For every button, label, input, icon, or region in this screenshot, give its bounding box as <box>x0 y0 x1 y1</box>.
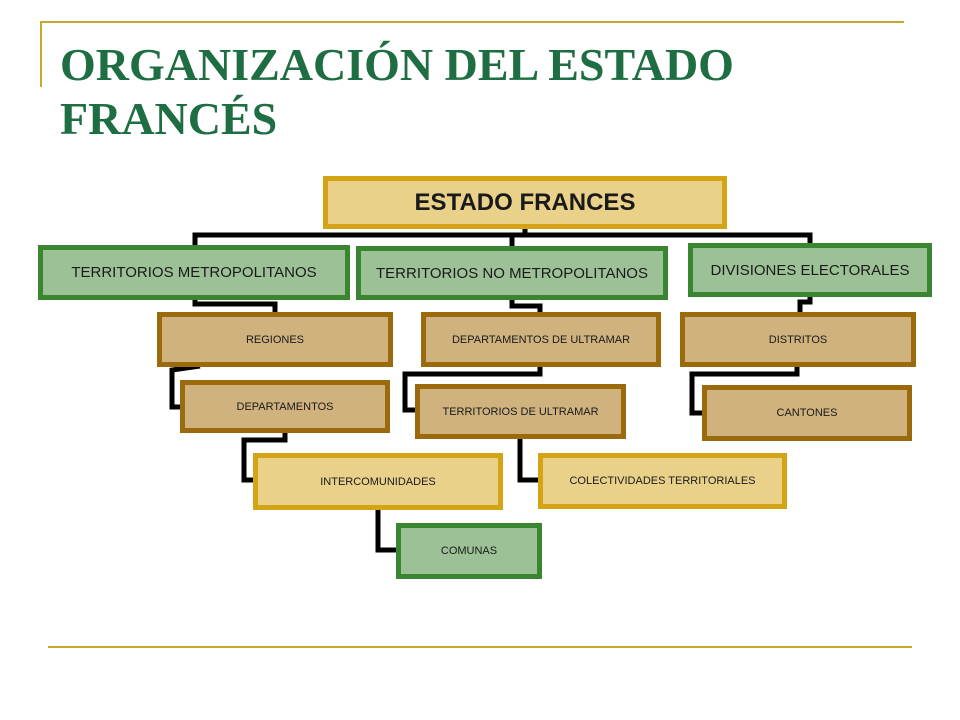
node-cantones: CANTONES <box>702 385 912 441</box>
node-divisiones-electorales: DIVISIONES ELECTORALES <box>688 243 932 297</box>
node-colectividades-territoriales: COLECTIVIDADES TERRITORIALES <box>538 453 787 509</box>
node-estado-frances: ESTADO FRANCES <box>323 176 727 229</box>
page-title: ORGANIZACIÓN DEL ESTADO FRANCÉS <box>60 39 734 144</box>
connector-departamentos-intercom <box>241 432 288 483</box>
connector-regiones-departamentos <box>169 363 201 410</box>
connector-terrultramar-colectividades <box>517 437 539 483</box>
node-comunas: COMUNAS <box>396 523 542 579</box>
top-rule <box>40 21 904 23</box>
node-regiones: REGIONES <box>157 312 393 367</box>
node-territorios-metropolitanos: TERRITORIOS METROPOLITANOS <box>38 245 350 300</box>
node-intercomunidades: INTERCOMUNIDADES <box>253 453 503 510</box>
node-departamentos-de-ultramar: DEPARTAMENTOS DE ULTRAMAR <box>421 312 661 367</box>
connector-root-electoral <box>522 229 813 244</box>
connector-distritos-cantones <box>689 366 800 416</box>
bottom-rule <box>48 646 912 648</box>
node-territorios-de-ultramar: TERRITORIOS DE ULTRAMAR <box>415 384 626 439</box>
connector-metro-regiones <box>192 299 278 312</box>
connector-intercom-comunas <box>375 508 398 553</box>
node-distritos: DISTRITOS <box>680 312 916 367</box>
connector-electoral-distritos <box>797 296 813 313</box>
connector-root-metro <box>192 229 528 246</box>
connector-nometro-depultramar <box>509 299 543 313</box>
left-rule <box>40 21 42 87</box>
node-territorios-no-metropolitanos: TERRITORIOS NO METROPOLITANOS <box>356 246 668 300</box>
connector-depultramar-terrultramar <box>402 365 543 413</box>
node-departamentos: DEPARTAMENTOS <box>180 380 390 433</box>
